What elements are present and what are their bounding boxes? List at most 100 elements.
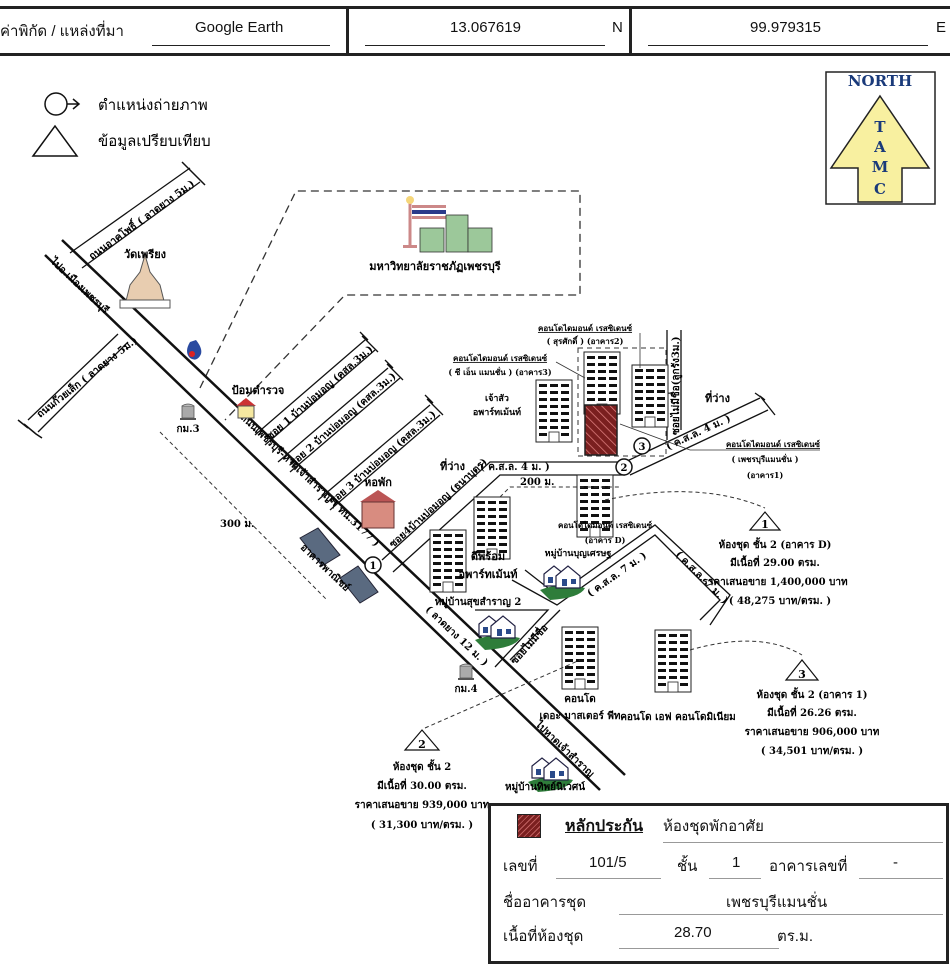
village-icon [474, 615, 521, 651]
latitude-underline [365, 45, 605, 46]
road-ksl7: ( ค.ส.ล. 7 ม. ) ( ค.ส.ล. 7 ม. ) ซอยไม่มี… [475, 524, 731, 668]
police-box-label: ป้อมตำรวจ [232, 384, 285, 397]
comparison-3-line: ( 34,501 บาท/ตรม. ) [761, 746, 863, 757]
chao-sua-line: เจ้าสัว [485, 393, 509, 404]
university-area: มหาวิทยาลัยราชภัฏเพชรบุรี [199, 190, 581, 421]
km-post-icon [179, 403, 197, 421]
condo1-name-label: คอนโดไดมอนด์ เรสซิเดนซ์ [726, 439, 821, 449]
photo-point-3[interactable]: 3 [633, 437, 651, 455]
svg-text:1: 1 [370, 561, 377, 572]
dormitory-icon [360, 490, 396, 529]
village-tip-label: หมู่บ้านทิพย์นิเวศน์ [505, 781, 585, 794]
legend: ตำแหน่งถ่ายภาพ ข้อมูลเปรียบเทียบ [31, 92, 211, 157]
floor-label: ชั้น [677, 858, 698, 875]
comparison-2-line: ห้องชุด ชั้น 2 [393, 759, 451, 773]
comparison-2-marker[interactable]: 2 [403, 729, 441, 751]
comparison-3-line: ห้องชุด ชั้น 2 (อาคาร 1) [757, 687, 868, 701]
vacant-label: ที่ว่าง [705, 390, 730, 405]
longitude-direction: E [936, 19, 947, 36]
building-no-value: - [893, 854, 898, 871]
dormitory-label: หอพัก [364, 476, 392, 489]
svg-text:2: 2 [418, 738, 426, 751]
university-icon [403, 196, 493, 253]
number-label: เลขที่ [503, 858, 538, 875]
chao-sua-label: เจ้าสัวอพาร์ทเม้นท์ [473, 393, 521, 418]
longitude-value: 99.979315 [750, 19, 821, 36]
comparison-1-marker[interactable]: 1 [748, 511, 782, 531]
building-name-label: ชื่ออาคารชุด [503, 894, 587, 911]
village-boon-label: หมู่บ้านบุญเศรษฐ [545, 548, 612, 559]
underline [663, 842, 943, 843]
legend-comparison-label: ข้อมูลเปรียบเทียบ [98, 132, 211, 150]
svg-text:3: 3 [798, 668, 806, 681]
photo-point-2[interactable]: 2 [615, 458, 633, 476]
photo-point-1[interactable]: 1 [364, 556, 382, 574]
collateral-info-box: หลักประกัน ห้องชุดพักอาศัย เลขที่ 101/5 … [488, 803, 949, 964]
dee-prom-label: ดีพร้อมอพาร์ทเม้นท์ [459, 550, 518, 581]
vacant-label: ที่ว่าง [440, 458, 465, 473]
collateral-label: หลักประกัน [565, 818, 644, 835]
header-divider [346, 9, 349, 53]
coordinates-header: ค่าพิกัด / แหล่งที่มา Google Earth 13.06… [0, 6, 950, 56]
source-value: Google Earth [195, 19, 284, 36]
gas-station-icon [187, 340, 202, 360]
comparison-2-line: ( 31,300 บาท/ตรม. ) [371, 820, 473, 831]
building-no-label: อาคารเลขที่ [769, 858, 848, 875]
soi-no-name-label: ซอยไม่มีชื่อ(ลูกรัง3ม.) [668, 336, 683, 435]
underline [556, 878, 661, 879]
north-letter: C [874, 180, 886, 198]
underline [709, 878, 761, 879]
building-icon [429, 529, 467, 593]
svg-text:3: 3 [639, 442, 646, 453]
road-ksl4-label: ( ค.ส.ล. 4 ม. ) [480, 462, 550, 473]
area-label: เนื้อที่ห้องชุด [503, 928, 584, 945]
collateral-type: ห้องชุดพักอาศัย [663, 818, 764, 835]
condo-d-name-label: คอนโดไดมอนด์ เรสซิเดนซ์ [558, 520, 653, 530]
north-label: NORTH [848, 72, 912, 90]
condo2-name-label: คอนโดไดมอนด์ เรสซิเดนซ์ [538, 323, 633, 333]
legend-photo-label: ตำแหน่งถ่ายภาพ [98, 96, 208, 114]
road-south-label: ถนนก๊วยเส็ก ( ลาดยาง 5ม.) [33, 333, 140, 421]
road-south: ถนนก๊วยเส็ก ( ลาดยาง 5ม.) [17, 333, 140, 439]
village-icon [539, 565, 586, 601]
comparison-icon [31, 124, 79, 157]
condo3-name-label: คอนโดไดมอนด์ เรสซิเดนซ์ [453, 353, 548, 363]
condo2-building-label: ( สุรศักดิ์ ) (อาคาร2) [547, 335, 624, 347]
longitude-underline [648, 45, 928, 46]
north-letter: T [874, 118, 886, 136]
comparison-3-marker[interactable]: 3 [784, 659, 820, 681]
comparison-1-line: มีเนื้อที่ 29.00 ตรม. [730, 555, 820, 569]
km-post-icon [457, 663, 475, 681]
building-icon [561, 626, 599, 690]
north-letter: M [872, 158, 889, 176]
collateral-building[interactable] [584, 404, 618, 456]
university-label: มหาวิทยาลัยราชภัฏเพชรบุรี [369, 260, 500, 274]
building-icon [535, 379, 573, 443]
area-value: 28.70 [674, 924, 712, 941]
latitude-value: 13.067619 [450, 19, 521, 36]
condo-f-label: คอนโด เอฟ คอนโดมิเนียม [620, 710, 736, 723]
distance-200-label: 200 ม. [520, 477, 554, 488]
photo-position-icon [44, 92, 68, 116]
condo1-building-label: (อาคาร1) [747, 470, 784, 480]
coordinates-label: ค่าพิกัด / แหล่งที่มา [0, 23, 124, 40]
area-unit: ตร.ม. [777, 928, 814, 945]
building-name-value: เพชรบุรีแมนชั่น [726, 894, 828, 911]
chao-sua-line: อพาร์ทเม้นท์ [473, 406, 521, 418]
underline [619, 914, 943, 915]
source-underline [152, 45, 330, 46]
collateral-swatch-icon [517, 814, 541, 838]
to-phetchaburi-label: ไปอ.เมืองเพชรบุรี [47, 254, 112, 317]
floor-value: 1 [732, 854, 741, 871]
comparison-2-line: ราคาเสนอขาย 939,000 บาท [355, 800, 490, 811]
km3-label: กม.3 [176, 424, 199, 435]
condo-master-label: คอนโดเดอะ มาสเตอร์ พีท [539, 692, 620, 722]
distance-300-label: 300 ม. [220, 519, 254, 530]
underline [619, 948, 779, 949]
number-value: 101/5 [589, 854, 627, 871]
comparison-1-line: ราคาเสนอขาย 1,400,000 บาท [702, 577, 848, 588]
north-arrow-icon [829, 94, 931, 203]
comparison-2-line: มีเนื้อที่ 30.00 ตรม. [377, 778, 467, 792]
building-icon [631, 364, 669, 428]
